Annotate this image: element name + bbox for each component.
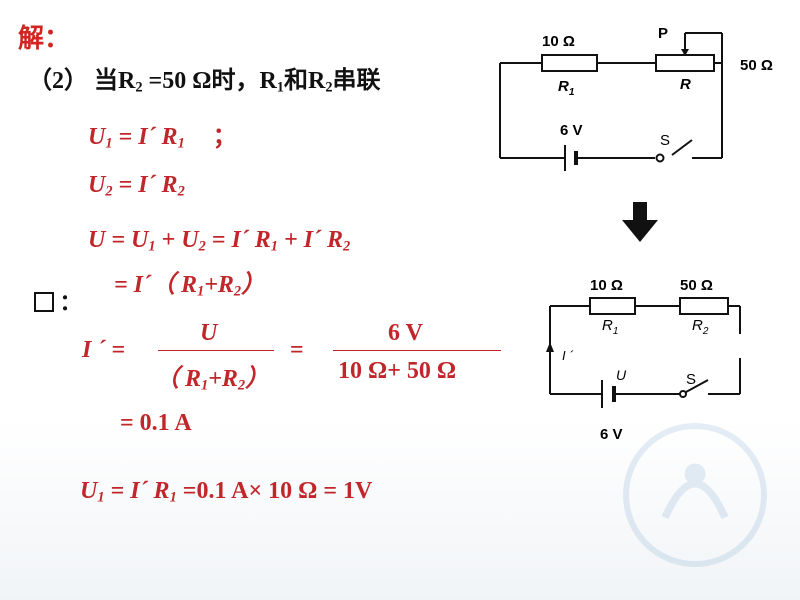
fraction1-denominator: （ R1+R2） [155, 366, 270, 394]
slider-label: P [658, 25, 668, 42]
circuit1-source-voltage: 6 V [560, 122, 583, 139]
circuit2-source-voltage: 6 V [600, 426, 623, 443]
circuit2-r2-value: 50 Ω [680, 277, 713, 294]
watermark-logo-icon [623, 423, 767, 567]
equation-u2: U2 = I´ R2 [88, 172, 185, 200]
fraction1-numerator: U [200, 320, 218, 346]
circuit1-r-value: 50 Ω [740, 57, 773, 74]
switch-contact [679, 390, 687, 398]
therefore-marker: ： [34, 285, 82, 317]
circuit2-switch-label: S [686, 371, 696, 388]
fraction1-bar [158, 350, 274, 351]
circuit2-r1-value: 10 Ω [590, 277, 623, 294]
circuit2-r2-label: R2 [692, 317, 709, 337]
fraction2-bar [333, 350, 501, 351]
resistor-r1 [589, 297, 636, 315]
circuit-diagram-series: 10 Ω 50 Ω R1 R2 I ´ U S 6 V [546, 277, 741, 443]
resistor-r1 [541, 54, 598, 72]
fraction2-numerator: 6 V [388, 320, 423, 346]
missing-glyph-box [34, 292, 54, 312]
resistor-r2 [679, 297, 729, 315]
circuit2-r1-label: R1 [602, 317, 618, 337]
equation-u-total: U = U1 + U2 = I´ R1 + I´ R2 [88, 227, 351, 255]
part-statement: （2） 当R2 =50 Ω时，R1和R2串联 [28, 68, 381, 96]
circuit1-switch-label: S [660, 132, 670, 149]
transform-arrow-icon [622, 202, 658, 242]
solution-heading: 解： [18, 24, 71, 54]
rheostat-r [655, 54, 715, 72]
current-result: = 0.1 A [120, 410, 192, 436]
part-label: （2） [28, 68, 88, 94]
circuit1-r1-label: R1 [558, 78, 575, 98]
switch-contact [655, 153, 665, 163]
circuit2-voltage-label: U [616, 367, 627, 383]
fraction-equals: = [290, 337, 304, 363]
circuit1-r1-value: 10 Ω [542, 33, 575, 50]
circuit-diagram-rheostat: 10 Ω R1 P R 50 Ω 6 V S [499, 25, 773, 171]
fraction2-denominator: 10 Ω+ 50 Ω [338, 358, 457, 384]
circuit1-r-label: R [680, 76, 691, 93]
current-arrow-icon [546, 342, 554, 352]
equation-u-factored: = I´（ R1+R2） [114, 272, 266, 300]
equation-u1: U1 = I´ R1 ； [88, 124, 237, 152]
equation-u1-final: U1 = I´ R1 =0.1 A× 10 Ω = 1V [80, 478, 373, 506]
circuit2-current-label: I ´ [562, 348, 574, 363]
fraction-lhs: I ´ = [82, 337, 126, 363]
slider-arrow-icon [681, 49, 689, 56]
